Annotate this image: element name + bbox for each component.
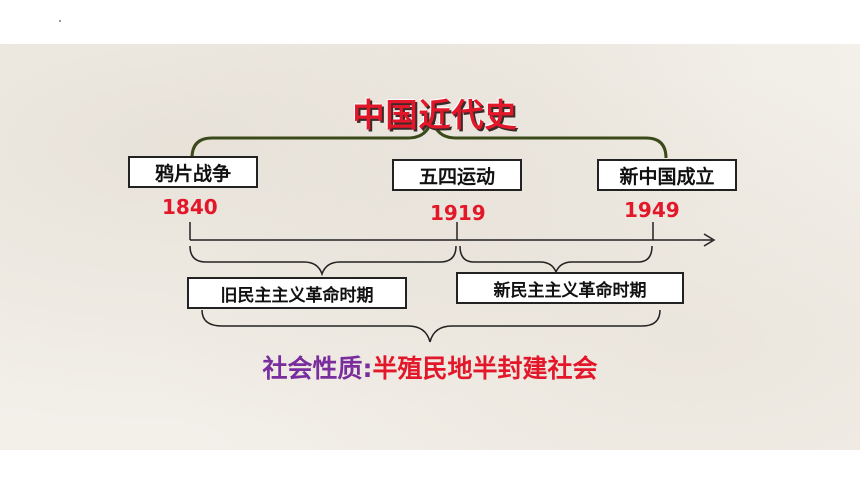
- bottom-band: [0, 450, 860, 484]
- nature-brace: [201, 309, 661, 343]
- old-period-brace: [189, 245, 457, 277]
- period-label: 旧民主主义革命时期: [220, 285, 374, 306]
- page-title: 中国近代史: [352, 96, 518, 134]
- period-box-new-democratic: 新民主主义革命时期: [456, 272, 684, 304]
- event-box-may-fourth: 五四运动: [392, 159, 522, 191]
- new-period-brace: [459, 245, 653, 275]
- nature-label: 社会性质:: [262, 354, 373, 383]
- event-label: 鸦片战争: [154, 162, 231, 185]
- nature-value: 半殖民地半封建社会: [372, 354, 598, 383]
- period-label: 新民主主义革命时期: [493, 280, 647, 301]
- history-brace: [190, 117, 668, 159]
- year-1919: 1919: [430, 201, 486, 225]
- event-label: 五四运动: [418, 165, 495, 188]
- arrow-head-icon: [703, 233, 716, 247]
- event-box-prc-founding: 新中国成立: [597, 159, 737, 191]
- year-1949: 1949: [624, 198, 680, 222]
- period-box-old-democratic: 旧民主主义革命时期: [187, 277, 407, 309]
- top-band: [0, 0, 860, 44]
- corner-dot: [59, 20, 61, 22]
- event-label: 新中国成立: [619, 165, 715, 188]
- society-nature: 社会性质:半殖民地半封建社会: [200, 349, 660, 385]
- event-box-opium-war: 鸦片战争: [128, 156, 258, 188]
- year-1840: 1840: [162, 195, 218, 219]
